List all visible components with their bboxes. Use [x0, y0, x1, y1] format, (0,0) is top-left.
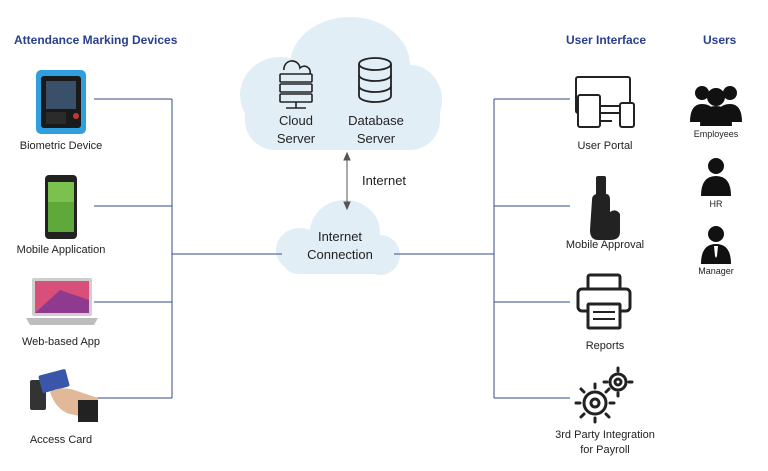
- user-label-hr: HR: [709, 199, 723, 209]
- group-icon: [690, 86, 742, 126]
- gears-icon: [574, 366, 634, 424]
- hand-phone-icon: [590, 176, 620, 240]
- left-connectors: [94, 98, 282, 399]
- access-card-icon: [30, 369, 98, 422]
- user-label-manager: Manager: [698, 266, 734, 276]
- internet-label: Internet: [361, 173, 407, 188]
- payroll-line2: for Payroll: [580, 444, 630, 456]
- cloud-server-line2: Server: [276, 131, 316, 146]
- monitor-devices-icon: [575, 76, 635, 128]
- device-label-mobile: Mobile Application: [16, 244, 106, 256]
- database-server-line1: Database: [348, 113, 404, 128]
- user-label-employees: Employees: [693, 129, 739, 139]
- device-label-access-card: Access Card: [29, 434, 93, 446]
- internet-arrow: [343, 151, 351, 211]
- connection-line1: Internet: [317, 229, 363, 244]
- cloud-shape: [240, 17, 442, 150]
- smartphone-icon: [45, 175, 77, 239]
- interface-label-mobile-approval: Mobile Approval: [565, 239, 645, 251]
- internet-connection-label: Internet Connection: [290, 228, 390, 264]
- right-connectors: [394, 98, 570, 399]
- user-interface-header: User Interface: [566, 33, 647, 47]
- database-server-label: Database Server: [336, 112, 416, 148]
- payroll-line1: 3rd Party Integration: [555, 429, 655, 441]
- person-icon: [701, 158, 731, 196]
- database-icon: [358, 57, 392, 103]
- interface-label-reports: Reports: [585, 340, 625, 352]
- interface-label-payroll: 3rd Party Integration for Payroll: [540, 428, 670, 458]
- device-label-web: Web-based App: [21, 336, 101, 348]
- interface-label-user-portal: User Portal: [577, 140, 633, 152]
- devices-header: Attendance Marking Devices: [14, 33, 178, 47]
- cloud-server-label: Cloud Server: [266, 112, 326, 148]
- cloud-server-line1: Cloud: [279, 113, 313, 128]
- server-icon: [279, 60, 313, 109]
- database-server-line2: Server: [356, 131, 396, 146]
- connection-cloud-shape: [276, 200, 400, 275]
- biometric-device-icon: [36, 70, 86, 134]
- device-label-biometric: Biometric Device: [19, 140, 103, 152]
- connection-line2: Connection: [307, 247, 373, 262]
- manager-icon: [701, 226, 731, 264]
- printer-icon: [576, 273, 632, 330]
- laptop-icon: [26, 278, 98, 325]
- users-header: Users: [703, 33, 737, 47]
